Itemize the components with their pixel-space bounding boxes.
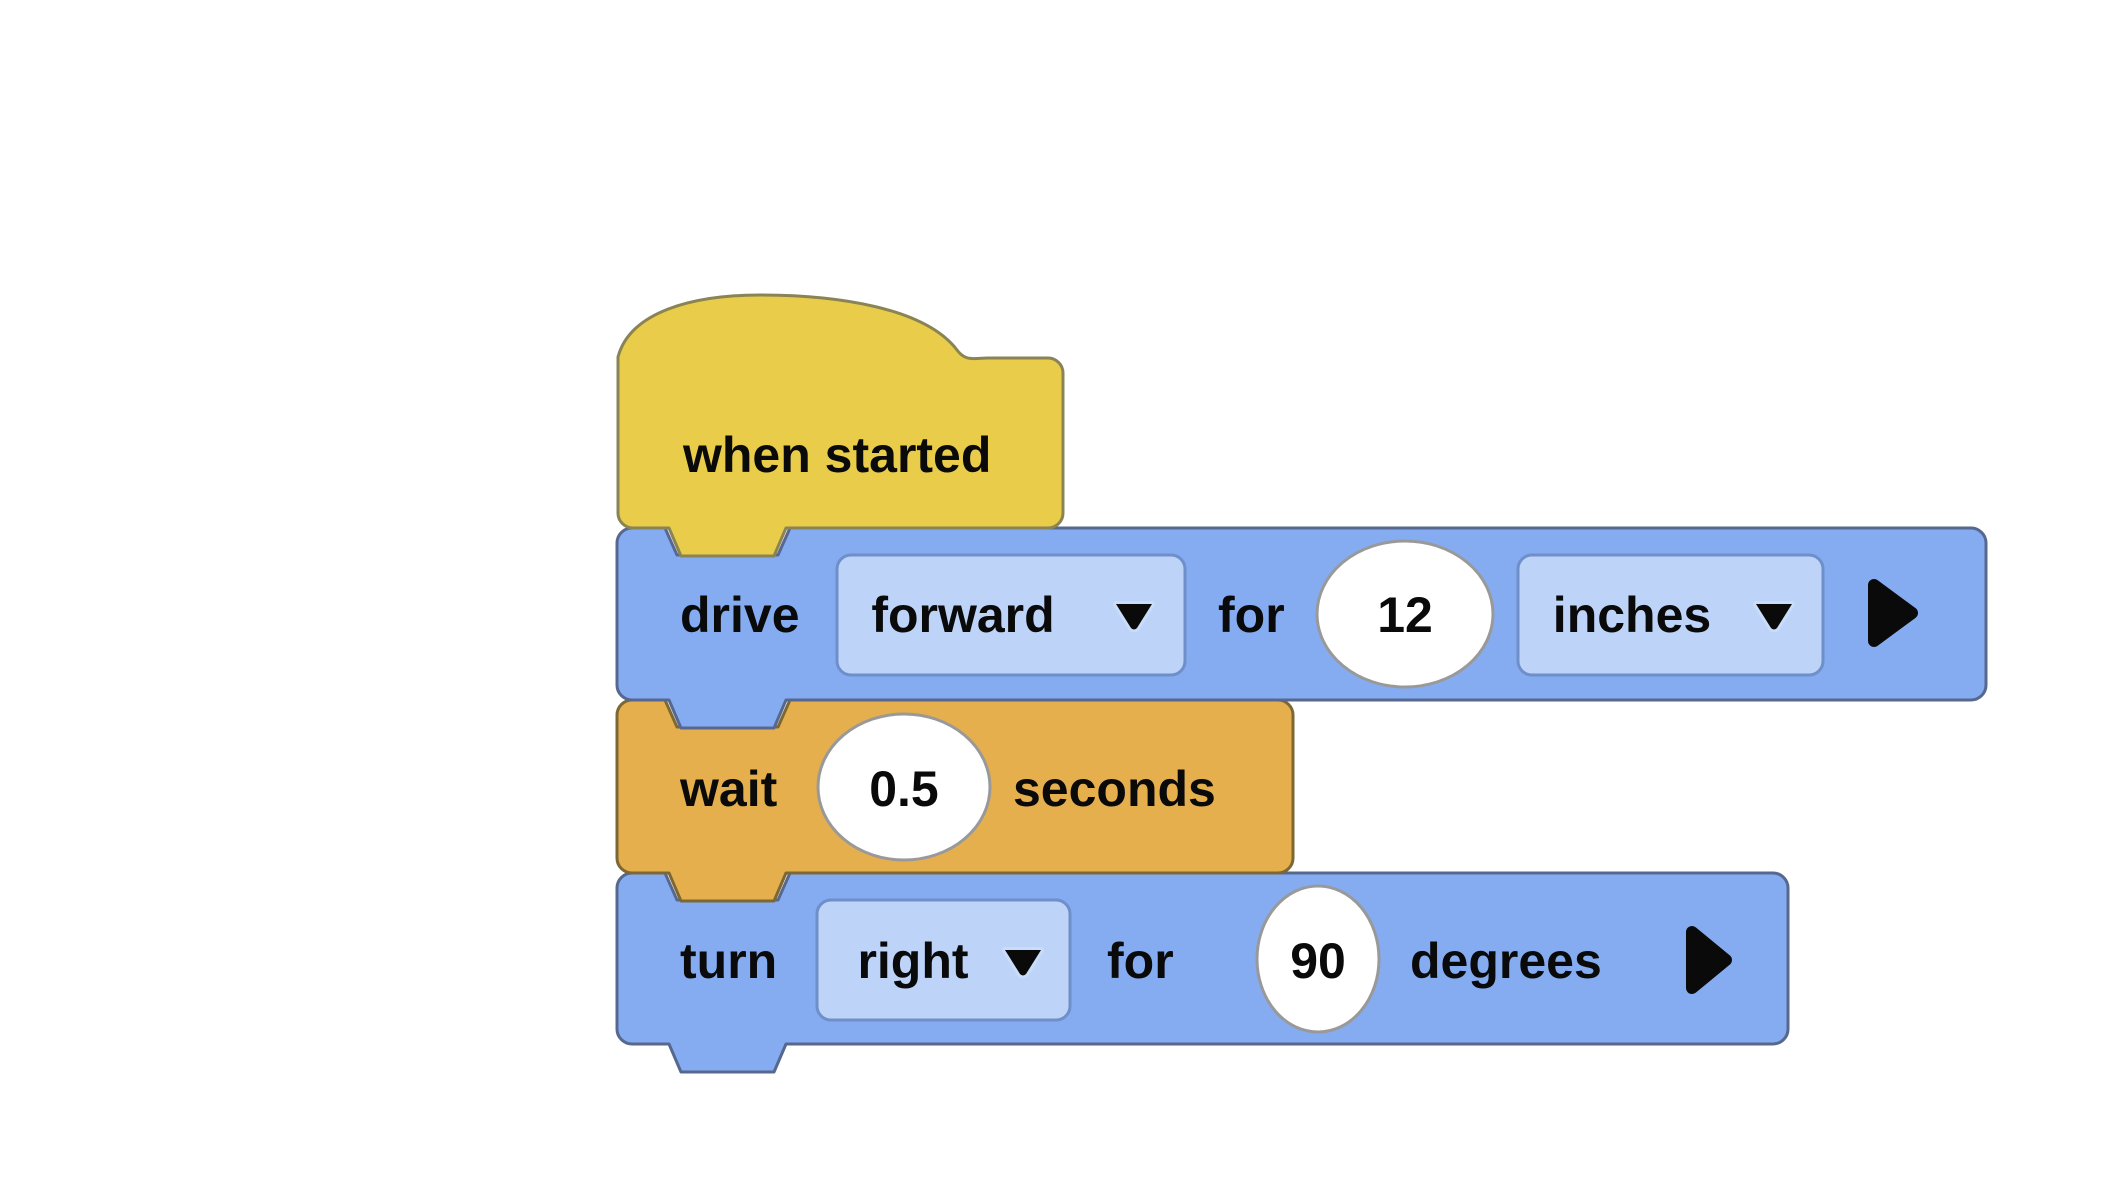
expand-arrow-icon[interactable] (1868, 579, 1918, 647)
chevron-down-icon (1113, 601, 1155, 633)
chevron-down-icon (1002, 947, 1044, 979)
drive-for-label: for (1218, 587, 1285, 643)
drive-distance-input[interactable] (1315, 539, 1495, 689)
turn-degrees-label: degrees (1410, 933, 1602, 989)
wait-label: wait (679, 761, 778, 817)
when-started-label: when started (682, 427, 991, 483)
drive-distance-value: 12 (1377, 587, 1433, 643)
drive-unit-dropdown[interactable] (1516, 553, 1825, 677)
drive-unit-value: inches (1553, 587, 1711, 643)
turn-block-body[interactable] (615, 871, 1790, 1074)
block-drive[interactable]: drive forward for 12 inches (615, 526, 1988, 730)
block-wait[interactable]: wait 0.5 seconds (615, 698, 1295, 903)
turn-for-label: for (1107, 933, 1174, 989)
expand-arrow-icon[interactable] (1686, 926, 1732, 994)
block-when-started[interactable]: when started (616, 293, 1065, 558)
drive-direction-value: forward (871, 587, 1054, 643)
drive-direction-dropdown[interactable] (835, 553, 1187, 677)
turn-angle-value: 90 (1290, 933, 1346, 989)
chevron-down-icon (1753, 601, 1795, 633)
turn-direction-dropdown[interactable] (815, 898, 1072, 1022)
wait-seconds-label: seconds (1013, 761, 1216, 817)
turn-label: turn (680, 933, 777, 989)
block-turn[interactable]: turn right for 90 degrees (615, 871, 1790, 1074)
when-started-hat-body[interactable] (616, 293, 1065, 558)
turn-direction-value: right (857, 933, 968, 989)
drive-label: drive (680, 587, 800, 643)
wait-time-input[interactable] (816, 712, 992, 862)
turn-angle-input[interactable] (1255, 884, 1381, 1034)
wait-time-value: 0.5 (869, 761, 939, 817)
